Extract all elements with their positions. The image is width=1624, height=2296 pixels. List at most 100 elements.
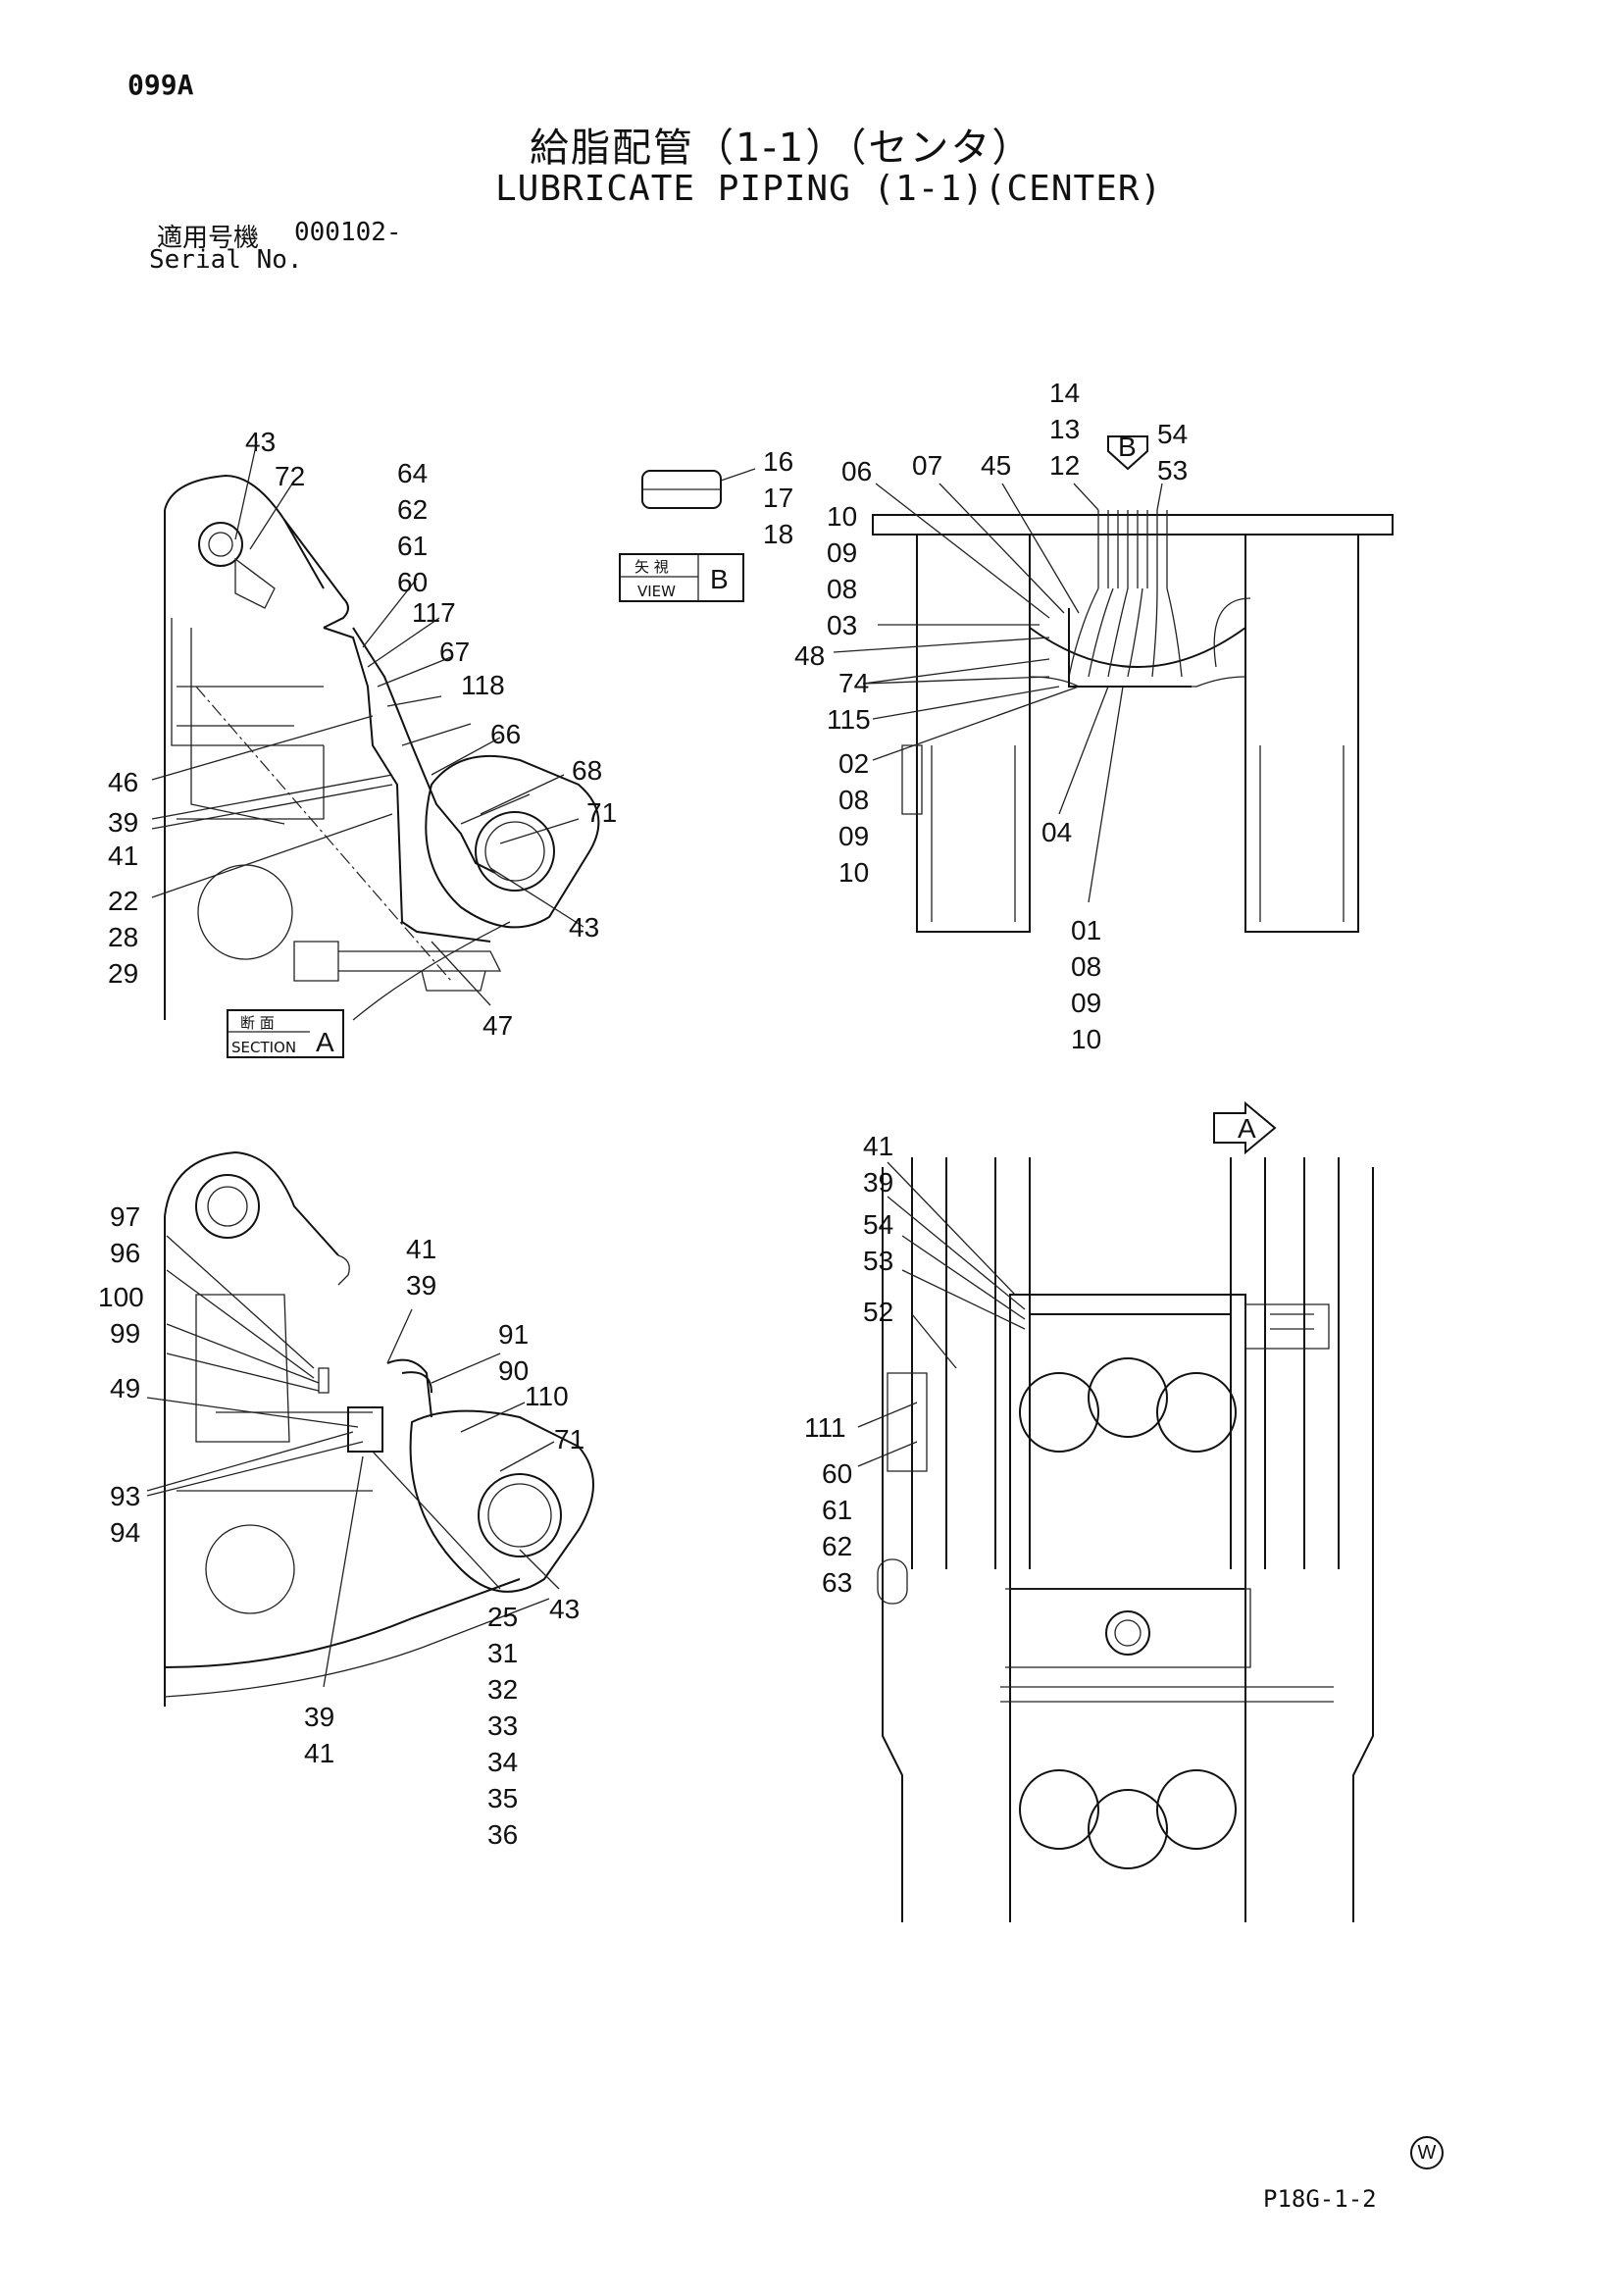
callout-67: 67 [439, 637, 470, 667]
callout-01: 01 [1071, 915, 1101, 945]
section-label-japanese: 断 面 [240, 1014, 275, 1032]
callout-43: 43 [549, 1594, 580, 1624]
section-a-box [227, 1009, 344, 1058]
callout-90: 90 [498, 1355, 529, 1386]
plan-view: A 41 39 54 53 52 111 60 61 62 63 [804, 1100, 1374, 1922]
callout-94: 94 [110, 1517, 140, 1548]
callout-10: 10 [838, 857, 869, 888]
callout-39: 39 [863, 1167, 893, 1198]
callout-62: 62 [397, 494, 428, 525]
callout-68: 68 [572, 755, 602, 786]
section-a-view: 43 72 64 62 61 60 117 67 118 66 68 71 46… [108, 427, 617, 1058]
callout-09: 09 [838, 821, 869, 851]
callout-54: 54 [863, 1209, 893, 1240]
callout-07: 07 [912, 450, 942, 481]
serial-number-value: 000102- [294, 218, 402, 247]
callout-53: 53 [863, 1246, 893, 1276]
callout-46: 46 [108, 767, 138, 797]
callout-28: 28 [108, 922, 138, 952]
callout-08: 08 [1071, 951, 1101, 982]
callout-18: 18 [763, 519, 793, 549]
callout-08: 08 [827, 574, 857, 604]
callout-111: 111 [804, 1412, 846, 1443]
serial-label-japanese: 適用号機 [157, 224, 260, 253]
callout-60: 60 [397, 567, 428, 597]
callout-04: 04 [1041, 817, 1072, 847]
section-label: SECTION [231, 1039, 296, 1056]
callout-33: 33 [487, 1710, 518, 1741]
callout-34: 34 [487, 1747, 518, 1777]
callout-09: 09 [1071, 988, 1101, 1018]
callout-64: 64 [397, 458, 428, 488]
callout-41: 41 [406, 1234, 436, 1264]
view-b: B 14 13 12 54 53 06 07 45 10 09 08 03 48… [794, 378, 1394, 1054]
page-title: LUBRICATE PIPING (1-1)(CENTER) [495, 169, 1163, 209]
callout-31: 31 [487, 1638, 518, 1668]
callout-49: 49 [110, 1373, 140, 1403]
view-letter: B [710, 564, 729, 594]
callout-62: 62 [822, 1531, 852, 1561]
callout-74: 74 [838, 668, 869, 698]
callout-61: 61 [822, 1495, 852, 1525]
callout-10: 10 [827, 501, 857, 532]
callout-61: 61 [397, 531, 428, 561]
callout-25: 25 [487, 1602, 518, 1632]
callout-43: 43 [569, 912, 599, 943]
callout-12: 12 [1049, 450, 1080, 481]
section-letter: A [316, 1027, 334, 1057]
callout-09: 09 [827, 537, 857, 568]
callout-48: 48 [794, 640, 825, 671]
callout-99: 99 [110, 1318, 140, 1349]
callout-53: 53 [1157, 455, 1188, 485]
arrow-a-letter: A [1238, 1113, 1256, 1144]
callout-91: 91 [498, 1319, 529, 1350]
callout-03: 03 [827, 610, 857, 640]
callout-97: 97 [110, 1201, 140, 1232]
callout-32: 32 [487, 1674, 518, 1705]
callout-16: 16 [763, 446, 793, 477]
callout-72: 72 [275, 461, 305, 491]
callout-06: 06 [841, 456, 872, 486]
drawing-code: 099A [127, 69, 194, 101]
callout-41: 41 [108, 841, 138, 871]
view-label: VIEW [637, 583, 676, 600]
side-view-lower: 97 96 100 99 49 93 94 41 39 91 90 110 71… [98, 1150, 594, 1850]
view-label-japanese: 矢 視 [634, 558, 669, 576]
callout-117: 117 [412, 597, 456, 628]
callout-63: 63 [822, 1567, 852, 1598]
callout-41: 41 [304, 1738, 334, 1768]
callout-10: 10 [1071, 1024, 1101, 1054]
view-b-box [619, 553, 744, 602]
callout-71: 71 [586, 797, 617, 828]
callout-96: 96 [110, 1238, 140, 1268]
callout-115: 115 [827, 704, 871, 735]
callout-39: 39 [304, 1702, 334, 1732]
callout-22: 22 [108, 886, 138, 916]
callout-45: 45 [981, 450, 1011, 481]
callout-52: 52 [863, 1297, 893, 1327]
callout-39: 39 [108, 807, 138, 838]
callout-118: 118 [461, 670, 505, 700]
callout-41: 41 [863, 1131, 893, 1161]
callout-100: 100 [98, 1282, 144, 1312]
view-b-legend: 16 17 18 矢 視 VIEW B [619, 446, 793, 602]
callout-08: 08 [838, 785, 869, 815]
callout-93: 93 [110, 1481, 140, 1511]
callout-29: 29 [108, 958, 138, 989]
callout-71: 71 [554, 1424, 584, 1454]
serial-label: Serial No. [149, 245, 303, 275]
callout-35: 35 [487, 1783, 518, 1813]
callout-110: 110 [525, 1381, 569, 1411]
callout-47: 47 [482, 1010, 513, 1041]
page-code: P18G-1-2 [1263, 2185, 1377, 2213]
callout-17: 17 [763, 483, 793, 513]
callout-13: 13 [1049, 414, 1080, 444]
callout-66: 66 [490, 719, 521, 749]
callout-36: 36 [487, 1819, 518, 1850]
callout-54: 54 [1157, 419, 1188, 449]
callout-39: 39 [406, 1270, 436, 1301]
callout-14: 14 [1049, 378, 1080, 408]
page-title-japanese: 給脂配管（1-1）（センタ） [530, 126, 1034, 171]
callout-60: 60 [822, 1458, 852, 1489]
